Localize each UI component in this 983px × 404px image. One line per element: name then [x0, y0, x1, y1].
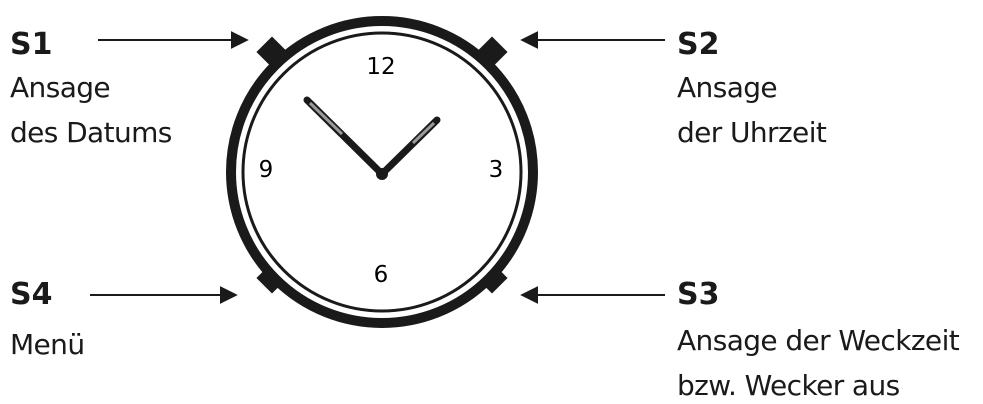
dial-number-3: 3	[489, 157, 504, 183]
dial-number-12: 12	[366, 54, 395, 80]
hands-center-pin	[376, 168, 388, 180]
dial-number-6: 6	[374, 262, 389, 288]
dial-number-9: 9	[259, 157, 274, 183]
